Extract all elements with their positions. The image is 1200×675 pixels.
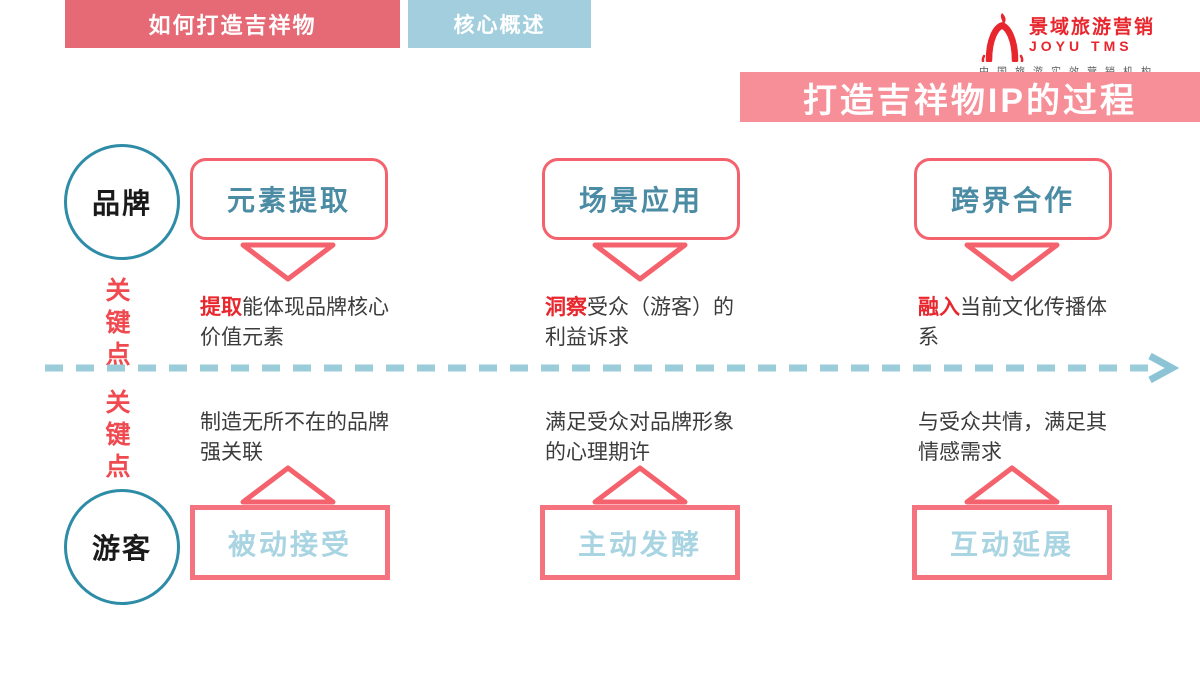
brand-note-3: 融入当前文化传播体系 (918, 293, 1116, 353)
actor-circle-brand: 品牌 (64, 144, 180, 260)
logo-flame-icon (981, 13, 1024, 62)
visitor-stage-box-active-fermentation: 主动发酵 (540, 505, 740, 580)
brand-note-2-rest: 受众（游客）的利益诉求 (545, 296, 734, 350)
brand-stage-box-crossover-cooperation: 跨界合作 (914, 158, 1112, 240)
keypoint-label-top: 关键点 (102, 277, 130, 373)
brand-note-2-highlight: 洞察 (545, 296, 587, 319)
arrow-up-triangle (592, 465, 688, 505)
timeline-dashed-arrow (45, 352, 1180, 384)
visitor-note-1: 制造无所不在的品牌强关联 (200, 411, 389, 465)
brand-note-1-highlight: 提取 (200, 296, 242, 319)
visitor-note-2: 满足受众对品牌形象的心理期许 (545, 411, 734, 465)
brand-note-1-rest: 能体现品牌核心价值元素 (200, 296, 389, 350)
visitor-note-3: 与受众共情，满足其情感需求 (918, 411, 1107, 465)
company-logo: 景域旅游营销 JOYU TMS 中国旅游实效营销机构 (979, 12, 1184, 78)
tab-core-overview[interactable]: 核心概述 (408, 0, 591, 48)
visitor-stage-box-passive-acceptance: 被动接受 (190, 505, 390, 580)
arrow-up-triangle (964, 465, 1060, 505)
arrow-up-triangle (240, 465, 336, 505)
visitor-stage-box-interactive-extension: 互动延展 (912, 505, 1112, 580)
page-title: 打造吉祥物IP的过程 (740, 72, 1200, 122)
arrow-down-triangle (592, 242, 688, 282)
arrow-down-triangle (964, 242, 1060, 282)
keypoint-label-bottom: 关键点 (102, 389, 130, 485)
arrow-down-triangle (240, 242, 336, 282)
brand-note-3-highlight: 融入 (918, 296, 960, 319)
brand-stage-box-scene-application: 场景应用 (542, 158, 740, 240)
logo-sub-name: JOYU TMS (1029, 37, 1133, 54)
actor-circle-visitor: 游客 (64, 489, 180, 605)
brand-stage-box-element-extraction: 元素提取 (190, 158, 388, 240)
tab-how-to-build-mascot[interactable]: 如何打造吉祥物 (65, 0, 400, 48)
brand-note-1: 提取能体现品牌核心价值元素 (200, 293, 398, 353)
brand-note-2: 洞察受众（游客）的利益诉求 (545, 293, 743, 353)
brand-note-3-rest: 当前文化传播体系 (918, 296, 1107, 350)
logo-name: 景域旅游营销 (1029, 17, 1156, 38)
